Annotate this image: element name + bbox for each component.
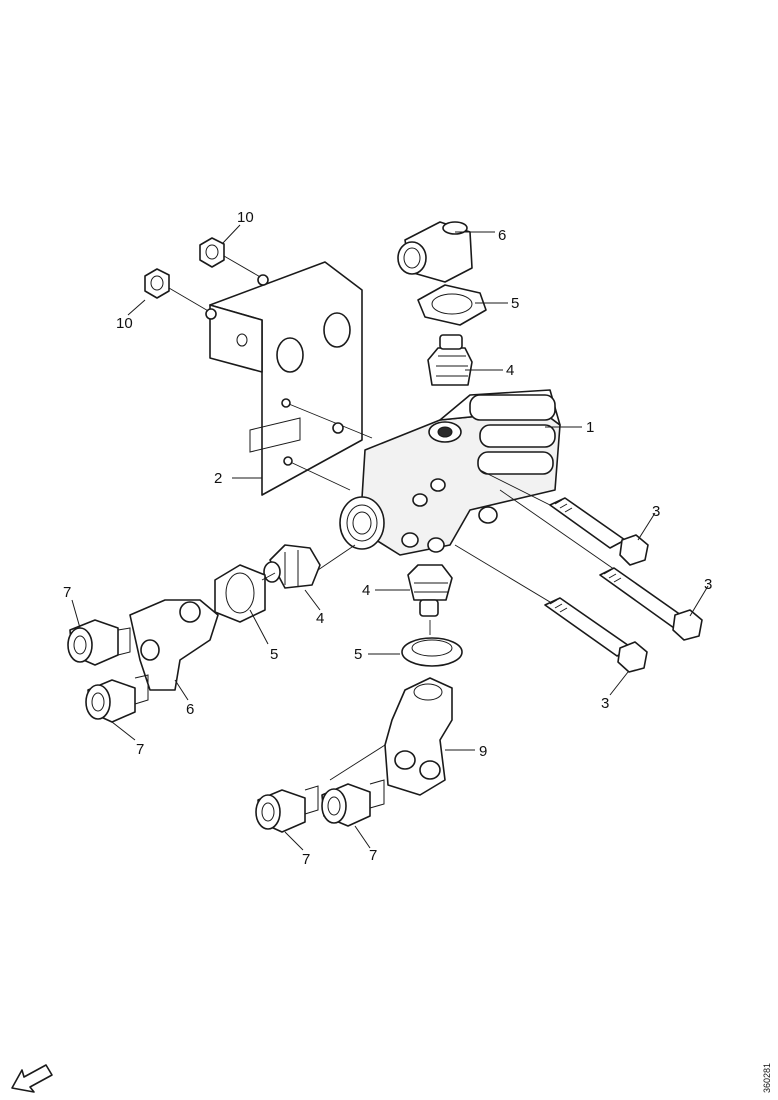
callout-4-top: 4 [506, 362, 514, 379]
callout-6-top: 6 [498, 227, 506, 244]
top-check-valve [427, 334, 473, 386]
callout-3-lower: 3 [601, 695, 609, 712]
side-inlet-fitting [129, 599, 219, 691]
leader-lines [71, 224, 709, 851]
connector-left-upper [67, 619, 131, 666]
top-seal-ring [417, 284, 487, 326]
callout-5-bottom: 5 [354, 646, 362, 663]
bolt-middle [499, 489, 703, 641]
connector-bottom-left [255, 785, 319, 833]
callout-3-middle: 3 [704, 576, 712, 593]
arrow-down-left-icon [11, 1064, 53, 1093]
nut-lower [144, 268, 217, 320]
callout-7-bottom-right: 7 [369, 847, 377, 864]
manifold-body [339, 389, 561, 556]
callout-4-bottom: 4 [362, 582, 370, 599]
callout-10-lower: 10 [116, 315, 133, 332]
callout-7-left-upper: 7 [63, 584, 71, 601]
callout-4-side: 4 [316, 610, 324, 627]
side-seal-ring [214, 564, 266, 623]
callout-1: 1 [586, 419, 594, 436]
callout-6-side: 6 [186, 701, 194, 718]
reference-number: 360281 [762, 1063, 772, 1093]
connector-bottom-right [321, 779, 385, 827]
callout-5-side: 5 [270, 646, 278, 663]
callout-7-left-lower: 7 [136, 741, 144, 758]
bottom-outlet-fitting [384, 677, 453, 796]
side-check-valve [263, 544, 321, 589]
callout-2: 2 [214, 470, 222, 487]
top-fitting [397, 221, 473, 283]
callout-5-top: 5 [511, 295, 519, 312]
bottom-seal-ring [401, 637, 463, 667]
bolt-lower [454, 544, 648, 673]
connector-left-lower [85, 674, 149, 723]
callout-7-bottom-left: 7 [302, 851, 310, 868]
callout-10-upper: 10 [237, 209, 254, 226]
callout-3-upper: 3 [652, 503, 660, 520]
nut-upper [199, 237, 269, 286]
bottom-check-valve [407, 564, 453, 617]
bolt-upper [479, 469, 649, 566]
callout-9: 9 [479, 743, 487, 760]
mounting-bracket [209, 261, 363, 496]
